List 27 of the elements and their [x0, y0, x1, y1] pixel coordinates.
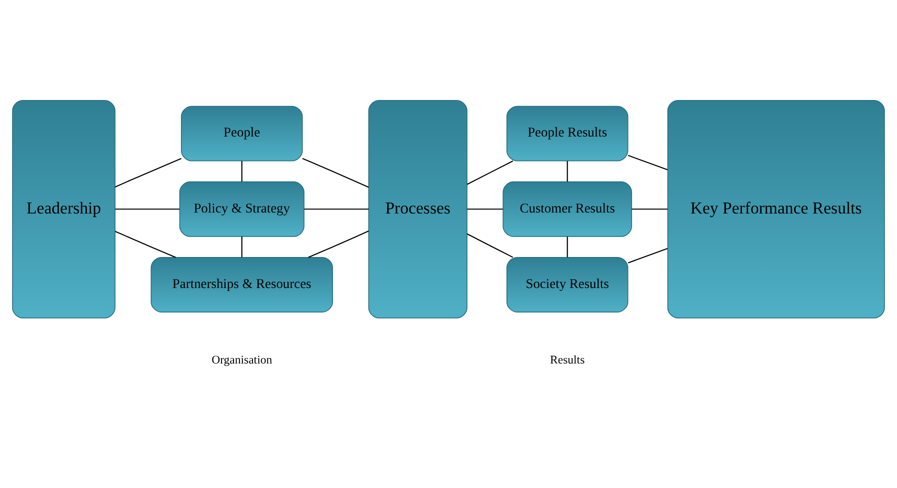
- connector: [241, 161, 242, 182]
- connector: [466, 233, 514, 258]
- connector: [241, 236, 242, 258]
- node-box: Society Results: [506, 257, 628, 312]
- connector: [467, 208, 503, 210]
- node-box: Customer Results: [502, 181, 632, 237]
- node-box: Policy & Strategy: [179, 181, 304, 237]
- node-box: People: [180, 106, 303, 162]
- connector: [628, 248, 668, 264]
- connector: [114, 230, 176, 258]
- connector: [302, 158, 369, 188]
- node-box: Processes: [368, 100, 468, 318]
- node-box: Key Performance Results: [667, 100, 885, 318]
- label: Organisation: [212, 353, 272, 366]
- node-box: Partnerships & Resources: [150, 257, 333, 312]
- label: Results: [550, 353, 585, 366]
- connector: [566, 236, 568, 258]
- connector: [308, 230, 369, 258]
- connector: [466, 160, 514, 185]
- connector: [632, 208, 668, 210]
- node-box: Leadership: [12, 100, 116, 318]
- connector: [115, 208, 180, 210]
- connector: [114, 158, 182, 188]
- connector: [304, 208, 369, 210]
- node-box: People Results: [506, 106, 628, 162]
- connector: [566, 161, 568, 182]
- connector: [628, 154, 668, 170]
